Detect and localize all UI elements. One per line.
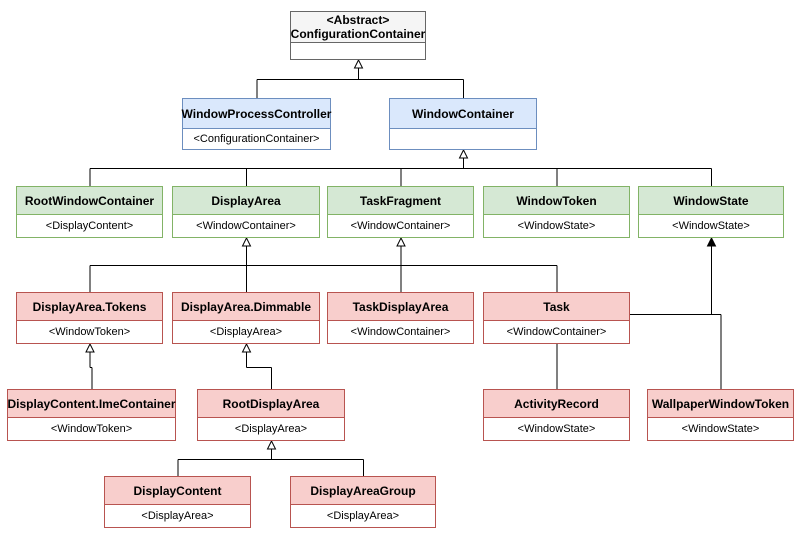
class-title: ActivityRecord [484,390,629,418]
class-displayarea[interactable]: DisplayArea <WindowContainer> [172,186,320,238]
class-title: WindowProcessController [182,99,331,129]
class-title: DisplayArea.Dimmable [173,293,319,321]
class-generic-type: <WindowContainer> [173,215,319,237]
class-body [390,129,536,149]
class-body [291,43,425,59]
class-title: Task [484,293,629,321]
class-title: WindowToken [484,187,629,215]
class-displaycontent-imecontainer[interactable]: DisplayContent.ImeContainer <WindowToken… [7,389,176,441]
connector-inherit-0 [256,68,464,98]
class-generic-type: <WindowContainer> [484,321,629,343]
class-generic-type: <WindowState> [484,418,629,440]
connector-association-7 [556,246,722,389]
class-generic-type: <DisplayArea> [198,418,344,440]
class-wallpaperwindowtoken[interactable]: WallpaperWindowToken <WindowState> [647,389,794,441]
class-windowcontainer[interactable]: WindowContainer [389,98,537,150]
arrowhead-inherit-3 [396,236,406,247]
arrowhead-inherit-5 [241,342,252,353]
class-title: ConfigurationContainer [290,27,426,41]
class-title: DisplayArea [173,187,319,215]
class-title: WindowContainer [390,99,536,129]
class-generic-type: <WindowToken> [17,321,162,343]
class-activityrecord[interactable]: ActivityRecord <WindowState> [483,389,630,441]
class-taskfragment[interactable]: TaskFragment <WindowContainer> [327,186,474,238]
class-title: DisplayContent.ImeContainer [7,390,176,418]
class-title: WindowState [639,187,783,215]
arrowhead-inherit-1 [458,148,469,159]
class-generic-type: <WindowState> [639,215,783,237]
class-title: WallpaperWindowToken [648,390,793,418]
arrowhead-inherit-4 [85,342,95,353]
class-generic-type: <WindowState> [484,215,629,237]
class-displayarea-dimmable[interactable]: DisplayArea.Dimmable <DisplayArea> [172,292,320,344]
arrowhead-association-7 [706,236,717,247]
class-generic-type: <DisplayContent> [17,215,162,237]
class-configurationcontainer[interactable]: <Abstract> ConfigurationContainer [290,11,426,60]
class-title: TaskFragment [328,187,473,215]
class-title: DisplayContent [105,477,250,505]
class-generic-type: <ConfigurationContainer> [183,129,330,149]
connector-inherit-6 [177,449,364,476]
class-rootdisplayarea[interactable]: RootDisplayArea <DisplayArea> [197,389,345,441]
connector-inherit-4 [89,352,93,389]
class-generic-type: <DisplayArea> [173,321,319,343]
connector-inherit-2 [89,246,402,292]
connector-inherit-5 [246,352,272,389]
class-generic-type: <WindowToken> [8,418,175,440]
class-task[interactable]: Task <WindowContainer> [483,292,630,344]
class-displayarea-tokens[interactable]: DisplayArea.Tokens <WindowToken> [16,292,163,344]
class-generic-type: <DisplayArea> [291,505,435,527]
class-displayareagroup[interactable]: DisplayAreaGroup <DisplayArea> [290,476,436,528]
class-rootwindowcontainer[interactable]: RootWindowContainer <DisplayContent> [16,186,163,238]
class-windowtoken[interactable]: WindowToken <WindowState> [483,186,630,238]
class-displaycontent[interactable]: DisplayContent <DisplayArea> [104,476,251,528]
arrowhead-inherit-2 [241,236,252,247]
class-generic-type: <WindowContainer> [328,321,473,343]
class-title: RootDisplayArea [198,390,344,418]
connector-inherit-1 [89,158,712,186]
connector-inherit-3 [400,246,558,292]
stereotype-label: <Abstract> [326,13,390,27]
class-title: TaskDisplayArea [328,293,473,321]
class-title: DisplayArea.Tokens [17,293,162,321]
class-generic-type: <DisplayArea> [105,505,250,527]
arrowhead-inherit-0 [353,58,364,69]
class-windowstate[interactable]: WindowState <WindowState> [638,186,784,238]
class-windowprocesscontroller[interactable]: WindowProcessController <ConfigurationCo… [182,98,331,150]
class-generic-type: <WindowContainer> [328,215,473,237]
class-title: DisplayAreaGroup [291,477,435,505]
class-title: RootWindowContainer [17,187,162,215]
arrowhead-inherit-6 [266,439,277,450]
class-generic-type: <WindowState> [648,418,793,440]
class-taskdisplayarea[interactable]: TaskDisplayArea <WindowContainer> [327,292,474,344]
